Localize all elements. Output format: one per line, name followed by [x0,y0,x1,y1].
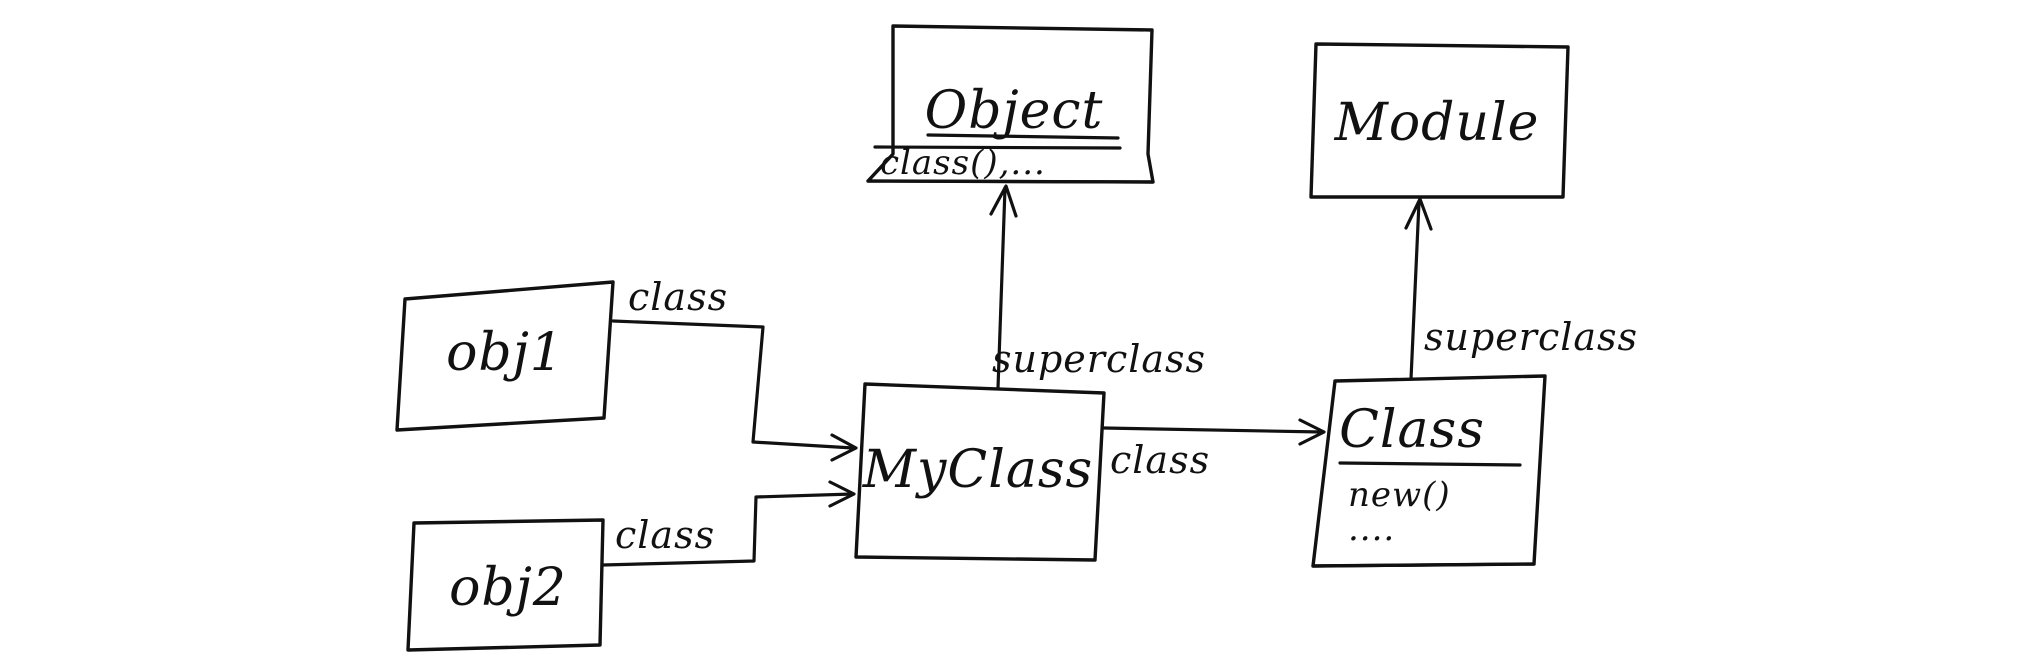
edge-obj1-to-myclass-label: class [628,275,728,319]
node-module-title: Module [1334,93,1540,153]
node-myclass-title: MyClass [862,440,1093,500]
node-object-divider [873,145,1122,150]
node-object-bottom-rule [866,179,1155,184]
edge-myclass-to-object: superclass [989,184,1206,390]
node-object: Object class(),... [866,24,1155,184]
node-object-methods: class(),... [880,143,1046,183]
node-myclass: MyClass [854,382,1106,562]
edge-myclass-to-class: class [1102,418,1326,482]
node-object-title-underline [926,133,1120,140]
node-class: Class new() .... [1311,374,1547,568]
node-obj2-title: obj2 [449,558,567,618]
node-module: Module [1309,42,1570,199]
node-obj2-frame [406,518,605,652]
node-module-frame [1309,42,1570,199]
edge-obj1-to-myclass-arrowhead [830,433,858,462]
edge-obj2-to-myclass: class [601,480,856,567]
edge-class-to-module-line [1409,200,1421,381]
edge-obj1-to-myclass: class [611,275,858,462]
edge-myclass-to-object-arrowhead [989,184,1018,218]
edge-myclass-to-class-arrowhead [1298,418,1326,446]
edge-obj2-to-myclass-label: class [615,513,715,557]
node-obj2: obj2 [406,518,605,652]
node-class-divider [1338,461,1522,467]
node-obj1: obj1 [395,280,615,432]
edge-myclass-to-class-label: class [1110,438,1210,482]
node-class-methods: new() [1348,475,1451,515]
edge-obj1-to-myclass-line [611,319,855,450]
node-myclass-frame [854,382,1106,562]
edge-obj2-to-myclass-arrowhead [828,480,856,508]
edge-obj2-to-myclass-line [601,492,855,567]
node-class-title: Class [1339,400,1485,460]
edge-class-to-module-label: superclass [1424,315,1638,359]
node-object-title: Object [925,81,1104,141]
edge-myclass-to-object-line [996,186,1007,390]
edge-class-to-module: superclass [1404,197,1638,381]
node-class-bottom-rule [1311,562,1536,568]
edge-myclass-to-object-label: superclass [992,337,1206,381]
edge-class-to-module-arrowhead [1404,197,1433,231]
node-class-more: .... [1348,509,1395,549]
node-obj1-frame [395,280,615,432]
edge-myclass-to-class-line [1102,426,1324,434]
node-obj1-title: obj1 [446,323,564,383]
